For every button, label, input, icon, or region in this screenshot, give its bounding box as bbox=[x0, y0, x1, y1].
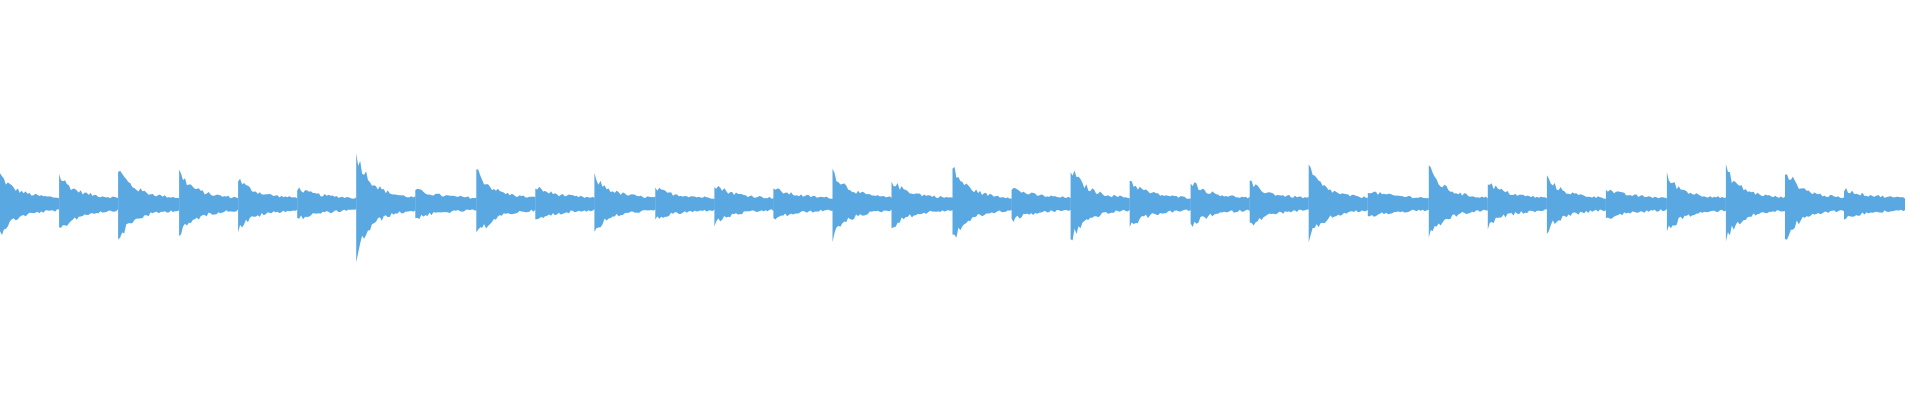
waveform-note-envelope bbox=[1844, 188, 1905, 220]
waveform-note-envelope bbox=[1249, 180, 1309, 226]
waveform-note-envelope bbox=[1070, 170, 1130, 241]
waveform-note-envelope bbox=[1666, 172, 1726, 232]
waveform-note-envelope bbox=[1308, 164, 1368, 243]
waveform-note-envelope bbox=[891, 181, 953, 229]
waveform-note-envelope bbox=[118, 170, 180, 240]
waveform-note-envelope bbox=[59, 174, 119, 228]
waveform-note-envelope bbox=[655, 187, 715, 220]
waveform-note-envelope bbox=[238, 178, 298, 233]
waveform-note-envelope bbox=[594, 172, 656, 232]
waveform-note-envelope bbox=[1011, 188, 1071, 222]
waveform-note-envelope bbox=[1546, 175, 1606, 234]
waveform-envelopes bbox=[0, 153, 1905, 263]
waveform-note-envelope bbox=[1428, 165, 1488, 238]
waveform-note-envelope bbox=[1605, 189, 1667, 219]
waveform-note-envelope bbox=[179, 169, 239, 236]
waveform-note-envelope bbox=[952, 166, 1012, 238]
waveform-note-envelope bbox=[0, 173, 60, 235]
waveform-note-envelope bbox=[832, 168, 892, 243]
waveform-note-envelope bbox=[1725, 164, 1785, 242]
waveform-note-envelope bbox=[415, 188, 477, 219]
waveform-note-envelope bbox=[1785, 174, 1844, 240]
waveform-note-envelope bbox=[1129, 180, 1191, 227]
waveform-note-envelope bbox=[1190, 182, 1250, 227]
waveform-note-envelope bbox=[535, 186, 595, 220]
waveform-note-envelope bbox=[773, 188, 833, 220]
waveform-tail bbox=[1890, 199, 1905, 209]
waveform-note-envelope bbox=[297, 187, 357, 220]
waveform-note-envelope bbox=[1487, 183, 1547, 230]
waveform-note-envelope bbox=[476, 169, 536, 233]
waveform-note-envelope bbox=[714, 185, 774, 227]
waveform-note-envelope bbox=[1367, 191, 1429, 217]
waveform-note-envelope bbox=[356, 153, 416, 263]
